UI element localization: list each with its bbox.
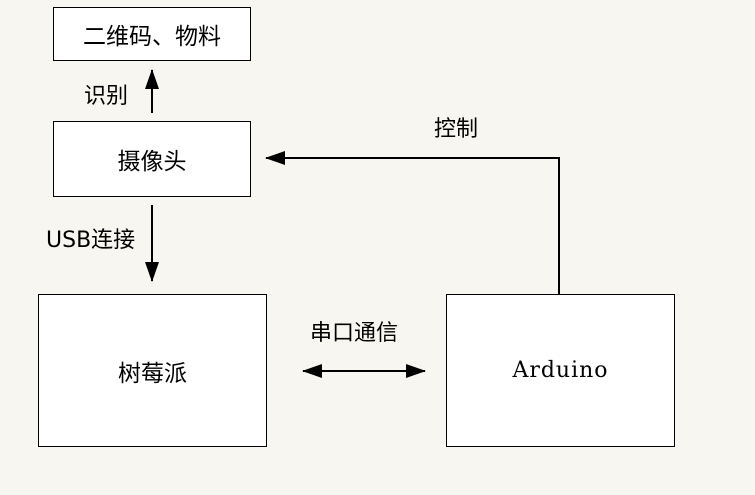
node-camera: 摄像头 (53, 121, 251, 197)
node-arduino: Arduino (446, 294, 675, 447)
node-raspberry-pi-label: 树莓派 (118, 360, 187, 387)
node-camera-label: 摄像头 (117, 149, 187, 175)
edge-label-recognize: 识别 (84, 84, 129, 109)
edge-label-usb-connection: USB连接 (46, 228, 136, 253)
node-arduino-label: Arduino (512, 358, 609, 383)
edge-label-serial-communication: 串口通信 (310, 321, 399, 346)
arrow-arduino-to-camera (265, 151, 560, 294)
node-qrcode-label: 二维码、物料 (83, 24, 221, 50)
node-qrcode-material: 二维码、物料 (53, 7, 251, 61)
node-raspberry-pi: 树莓派 (38, 294, 267, 447)
edge-label-control: 控制 (434, 117, 479, 142)
